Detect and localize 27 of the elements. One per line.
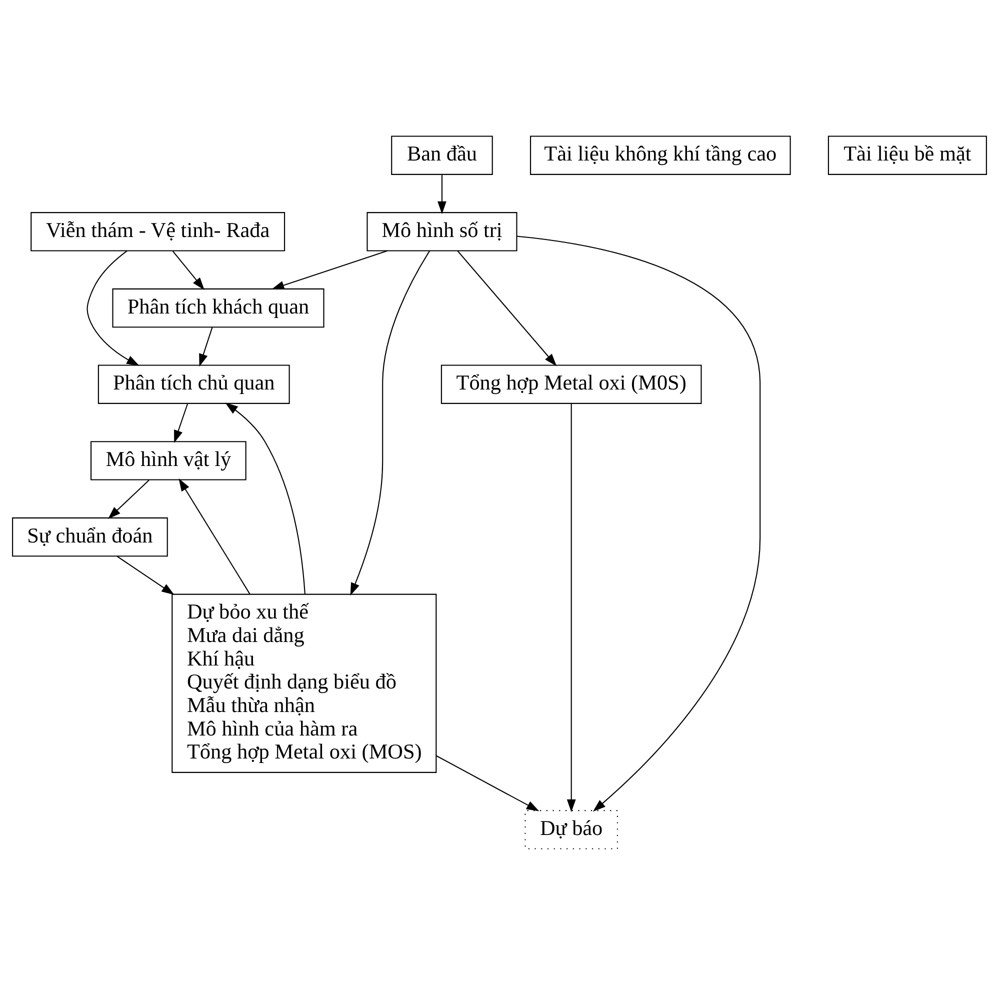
node-box: Mô hình số trị bbox=[366, 212, 518, 252]
node-box: Mô hình vật lý bbox=[90, 441, 246, 480]
arrow bbox=[436, 755, 540, 812]
node-box: Sự chuẩn đoán bbox=[12, 517, 168, 557]
arrow bbox=[174, 404, 188, 444]
arrow bbox=[172, 250, 204, 290]
arrow bbox=[271, 250, 388, 290]
arrow bbox=[116, 556, 174, 595]
arrow bbox=[350, 250, 430, 596]
node-box: Phân tích khách quan bbox=[112, 288, 324, 328]
arrow bbox=[457, 250, 557, 366]
node-box: Tài liệu không khí tầng cao bbox=[530, 136, 791, 175]
arrow bbox=[225, 402, 306, 594]
arrow bbox=[199, 327, 213, 367]
node-box: Dự bỏo xu thế Mưa dai dẳng Khí hậu Quyết định dạng biểu đồ Mẫu thừa nhận Mô hình của hàm ra Tổng hợp Metal oxi (MOS) bbox=[172, 594, 437, 773]
arrow bbox=[86, 250, 140, 366]
node-box: Tổng hợp Metal oxi (M0S) bbox=[440, 364, 702, 404]
arrow bbox=[566, 404, 576, 812]
arrow bbox=[438, 174, 446, 214]
node-box: Tài liệu bề mặt bbox=[828, 136, 987, 175]
arrow bbox=[108, 480, 150, 519]
arrow bbox=[178, 478, 250, 594]
node-box: Viễn thám - Vệ tinh- Rađa bbox=[30, 212, 286, 252]
node-box: Ban đầu bbox=[391, 136, 493, 175]
arrow bbox=[516, 236, 761, 812]
node-box: Phân tích chủ quan bbox=[98, 364, 290, 404]
node-box: Dự báo bbox=[524, 810, 618, 850]
